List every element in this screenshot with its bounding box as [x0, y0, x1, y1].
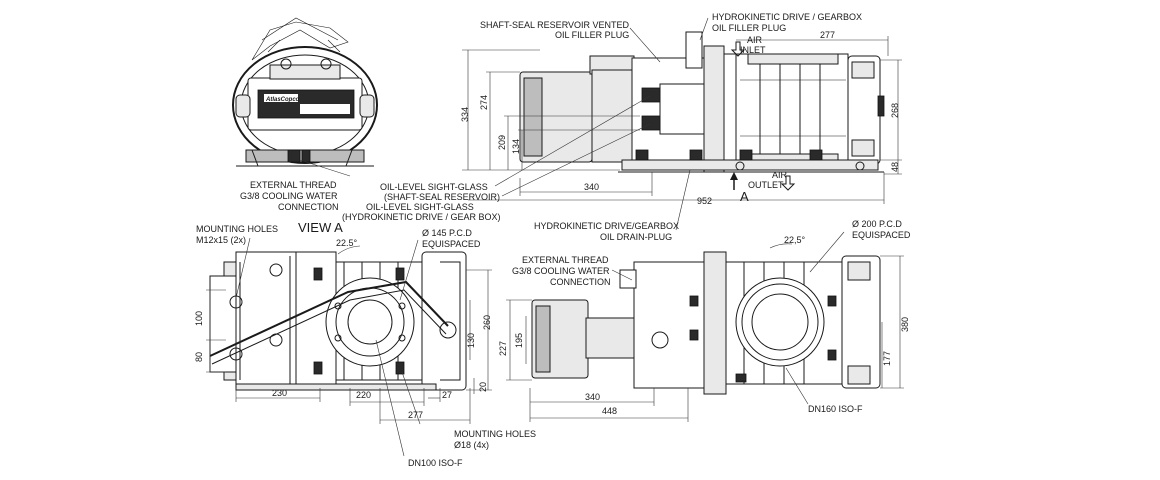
- pcd-145-label-1: Ø 145 P.C.D: [422, 228, 472, 238]
- ext-thread-top-label-1: EXTERNAL THREAD: [250, 180, 337, 190]
- dim-448: 448: [602, 406, 617, 416]
- dim-80: 80: [194, 352, 204, 362]
- sight-glass-1-label-2: (SHAFT-SEAL RESERVOIR): [384, 192, 500, 202]
- logo-plate: [264, 94, 298, 102]
- dim-220: 220: [356, 390, 371, 400]
- side-view-top-right: [519, 31, 885, 173]
- dn160-label: DN160 ISO-F: [808, 404, 863, 414]
- pcd-145-label-2: EQUISPACED: [422, 239, 481, 249]
- air-outlet-label-2: OUTLET: [748, 180, 784, 190]
- dim-195: 195: [514, 333, 524, 348]
- dn100-label: DN100 ISO-F: [408, 458, 463, 468]
- dim-134: 134: [511, 139, 521, 154]
- dimension-values: 277 334 274 209 134 268 48 340 952 100 8…: [194, 30, 910, 420]
- mounting-holes-bot-label-2: Ø18 (4x): [454, 440, 489, 450]
- ext-thread-bot-label-2: G3/8 COOLING WATER: [512, 266, 610, 276]
- view-arrow-label: A: [740, 189, 749, 204]
- ext-thread-bot-label-1: EXTERNAL THREAD: [522, 255, 609, 265]
- dim-230: 230: [272, 388, 287, 398]
- air-inlet-label-1: AIR: [747, 35, 763, 45]
- hydro-top-label-2: OIL FILLER PLUG: [712, 23, 786, 33]
- dimension-lines-bottom-left: [206, 237, 492, 457]
- hydro-top-label-1: HYDROKINETIC DRIVE / GEARBOX: [712, 12, 862, 22]
- dim-27: 27: [442, 390, 452, 400]
- ext-thread-top-label-2: G3/8 COOLING WATER: [240, 191, 338, 201]
- dim-340-top: 340: [584, 182, 599, 192]
- annotations: SHAFT-SEAL RESERVOIR VENTED OIL FILLER P…: [196, 12, 911, 468]
- hydro-drain-label-1: HYDROKINETIC DRIVE/GEARBOX: [534, 221, 679, 231]
- dim-260: 260: [482, 315, 492, 330]
- dim-277-bot: 277: [408, 410, 423, 420]
- shaft-seal-label-1: SHAFT-SEAL RESERVOIR VENTED: [480, 20, 630, 30]
- end-view-top-left: AtlasCopco: [232, 17, 378, 177]
- sight-glass-1-label-1: OIL-LEVEL SIGHT-GLASS: [380, 182, 488, 192]
- logo-mark: AtlasCopco: [265, 97, 300, 103]
- sight-glass-2-label-1: OIL-LEVEL SIGHT-GLASS: [366, 202, 474, 212]
- pcd-200-label-2: EQUISPACED: [852, 230, 911, 240]
- dim-334: 334: [460, 107, 470, 122]
- dim-227: 227: [498, 341, 508, 356]
- mounting-holes-top-label-2: M12x15 (2x): [196, 235, 246, 245]
- dim-20: 20: [478, 382, 488, 392]
- angle-right-label: 22,5°: [784, 235, 806, 245]
- view-a-title: VIEW A: [298, 220, 343, 235]
- angle-left-label: 22.5°: [336, 238, 358, 248]
- shaft-seal-label-2: OIL FILLER PLUG: [555, 30, 629, 40]
- dim-277-top: 277: [820, 30, 835, 40]
- air-outlet-label-1: AIR: [772, 170, 788, 180]
- ext-thread-top-label-3: CONNECTION: [278, 202, 339, 212]
- dimension-lines-top: [462, 17, 902, 231]
- dim-130: 130: [466, 333, 476, 348]
- dim-177: 177: [882, 351, 892, 366]
- dim-274: 274: [479, 95, 489, 110]
- dim-952: 952: [697, 196, 712, 206]
- ext-thread-bot-label-3: CONNECTION: [550, 277, 611, 287]
- dim-209: 209: [497, 135, 507, 150]
- dim-380: 380: [900, 317, 910, 332]
- view-a-bottom-left: [209, 251, 467, 391]
- hydro-drain-label-2: OIL DRAIN-PLUG: [600, 232, 672, 242]
- pcd-200-label-1: Ø 200 P.C.D: [852, 219, 902, 229]
- dim-100: 100: [194, 311, 204, 326]
- dim-268: 268: [890, 103, 900, 118]
- mounting-holes-top-label-1: MOUNTING HOLES: [196, 224, 278, 234]
- air-inlet-label-2: INLET: [740, 45, 766, 55]
- plan-view-bottom-right: [531, 251, 881, 395]
- mounting-holes-bot-label-1: MOUNTING HOLES: [454, 429, 536, 439]
- sight-glass-2-label-2: (HYDROKINETIC DRIVE / GEAR BOX): [342, 212, 501, 222]
- dimension-lines-bottom-right: [506, 231, 904, 422]
- dim-340-bot: 340: [585, 392, 600, 402]
- dim-48: 48: [890, 162, 900, 172]
